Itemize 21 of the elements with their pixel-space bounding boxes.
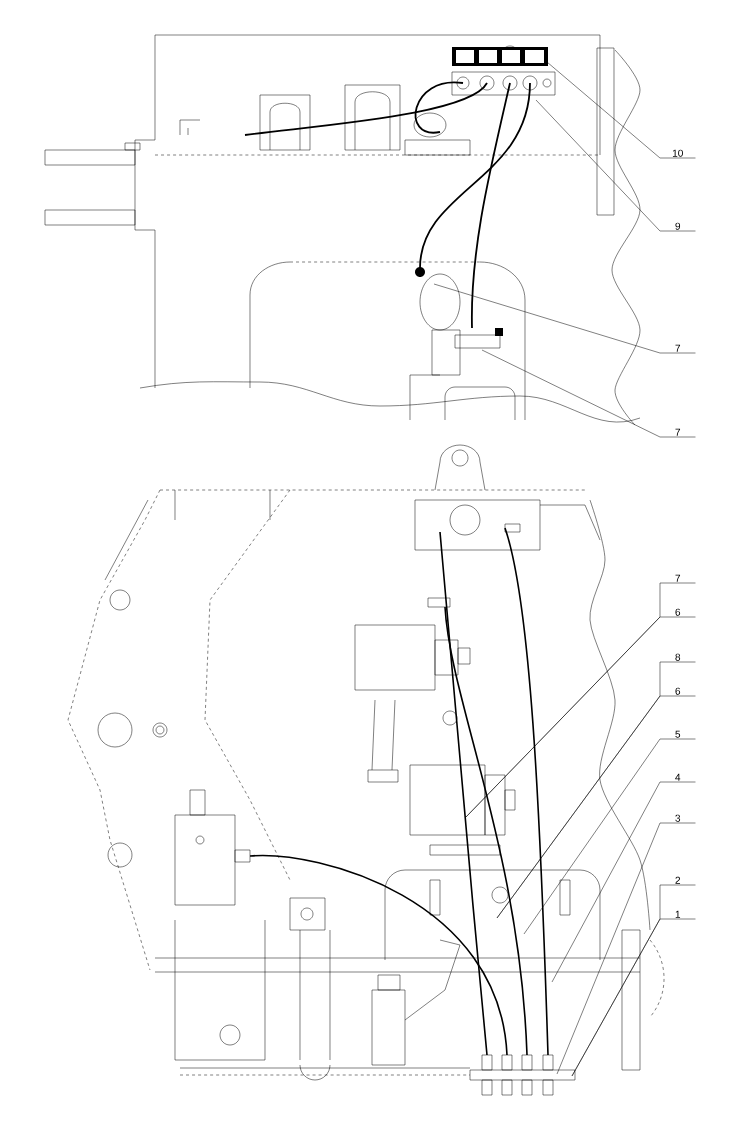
callout-number: 2 (675, 876, 681, 884)
leader-line (523, 738, 696, 935)
callout-number: 3 (675, 814, 681, 822)
callout-number: 10 (672, 149, 683, 157)
callout-number: 6 (675, 608, 681, 616)
callout-number: 7 (675, 574, 681, 582)
callout-number: 8 (675, 653, 681, 661)
leader-line (433, 283, 696, 354)
leader-line (481, 349, 696, 438)
callout-number: 9 (675, 222, 681, 230)
leader-line (551, 781, 696, 983)
leader-line (571, 918, 696, 1077)
callout-number: 6 (675, 687, 681, 695)
callout-number: 4 (675, 773, 681, 781)
leader-line (535, 99, 696, 232)
callout-number: 7 (675, 344, 681, 352)
leader-line (556, 822, 696, 1075)
callout-number: 7 (675, 428, 681, 436)
callout-number: 1 (675, 910, 681, 918)
callout-number: 5 (675, 730, 681, 738)
leader-line (546, 61, 696, 159)
